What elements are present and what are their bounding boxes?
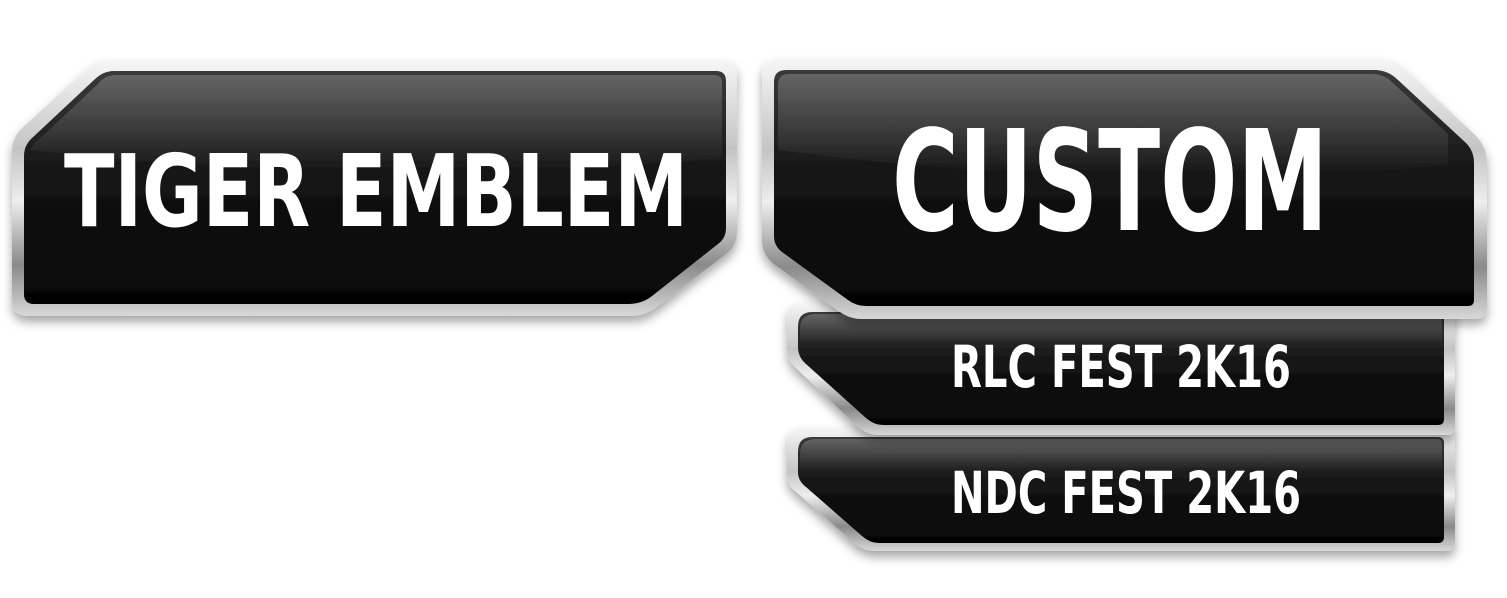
tiger-emblem-badge: TIGER EMBLEM (12, 60, 737, 316)
custom-label: CUSTOM (892, 101, 1328, 264)
rlc-fest-gloss (800, 314, 1442, 345)
rlc-fest-badge: RLC FEST 2K16 (787, 303, 1455, 435)
ndc-fest-badge: NDC FEST 2K16 (787, 428, 1455, 551)
rlc-fest-label: RLC FEST 2K16 (951, 333, 1291, 401)
ndc-fest-gloss (800, 439, 1442, 470)
tiger-emblem-gloss (30, 75, 722, 173)
custom-badge: CUSTOM (762, 59, 1487, 319)
tiger-emblem-label: TIGER EMBLEM (64, 133, 688, 250)
ndc-fest-label: NDC FEST 2K16 (951, 459, 1301, 527)
custom-gloss (778, 74, 1448, 177)
